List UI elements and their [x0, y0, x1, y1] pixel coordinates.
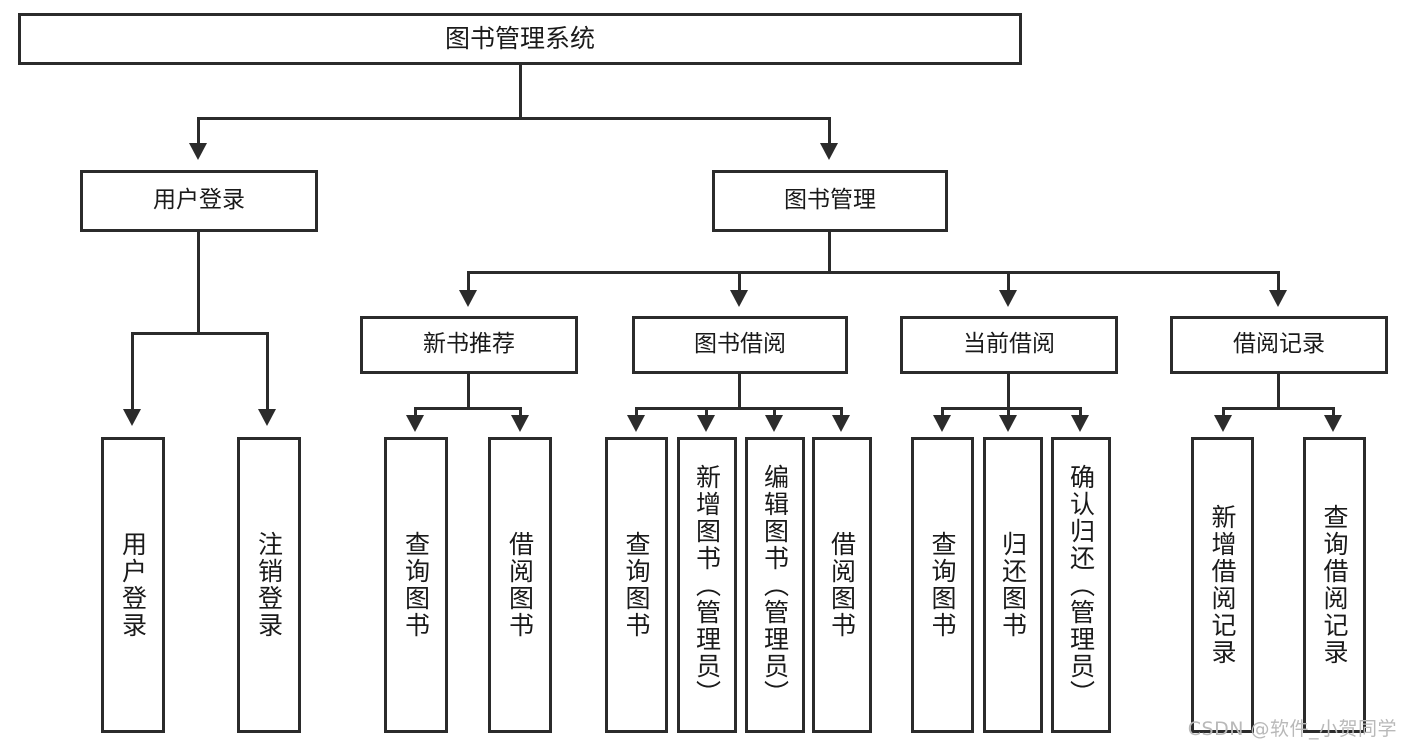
node-label: 图书管理系统 — [444, 24, 595, 54]
node-label: 新书推荐 — [423, 331, 515, 358]
connector-current-borrow-stem — [1007, 374, 1010, 407]
node-label: 借阅图书 — [827, 531, 857, 639]
leaf-borrow-book[interactable]: 借阅图书 — [812, 437, 872, 733]
connector-book-borrow-bus — [635, 407, 843, 410]
connector-root-bus — [197, 117, 831, 120]
node-label: 查询图书 — [401, 531, 431, 639]
node-label: 编辑图书（管理员） — [760, 463, 790, 707]
node-label: 图书管理 — [784, 187, 876, 214]
arrowhead-book-manage — [820, 143, 838, 160]
connector-book-manage-drop-1 — [467, 271, 470, 293]
node-label: 新增借阅记录 — [1208, 504, 1237, 666]
connector-current-borrow-bus — [941, 407, 1082, 410]
leaf-return-book[interactable]: 归还图书 — [983, 437, 1043, 733]
node-label: 确认归还（管理员） — [1066, 463, 1096, 707]
connector-book-manage-stem — [828, 232, 831, 271]
node-label: 注销登录 — [254, 531, 284, 639]
connector-root-stem — [519, 65, 522, 117]
connector-book-manage-drop-3 — [1007, 271, 1010, 293]
node-borrow-record[interactable]: 借阅记录 — [1170, 316, 1388, 374]
arrowhead-leaf-book-borrow-3 — [765, 415, 783, 432]
arrowhead-leaf-current-borrow-3 — [1071, 415, 1089, 432]
watermark-text: CSDN @软件_小贺同学 — [1187, 718, 1397, 740]
leaf-query-book-recommend[interactable]: 查询图书 — [384, 437, 448, 733]
connector-user-login-stem — [197, 232, 200, 332]
node-current-borrow[interactable]: 当前借阅 — [900, 316, 1118, 374]
arrowhead-leaf-new-book-1 — [406, 415, 424, 432]
connector-root-to-book-manage — [828, 117, 831, 147]
leaf-query-borrow-record[interactable]: 查询借阅记录 — [1303, 437, 1366, 733]
leaf-logout[interactable]: 注销登录 — [237, 437, 301, 733]
arrowhead-user-login — [189, 143, 207, 160]
node-label: 查询图书 — [928, 531, 957, 639]
arrowhead-leaf-borrow-record-1 — [1214, 415, 1232, 432]
leaf-add-book-admin[interactable]: 新增图书（管理员） — [677, 437, 737, 733]
leaf-edit-book-admin[interactable]: 编辑图书（管理员） — [745, 437, 805, 733]
arrowhead-leaf-book-borrow-2 — [697, 415, 715, 432]
node-new-book-recommend[interactable]: 新书推荐 — [360, 316, 578, 374]
arrowhead-leaf-book-borrow-4 — [832, 415, 850, 432]
connector-new-book-bus — [414, 407, 522, 410]
node-book-management[interactable]: 图书管理 — [712, 170, 948, 232]
arrowhead-leaf-borrow-record-2 — [1324, 415, 1342, 432]
node-label: 借阅图书 — [505, 531, 535, 639]
arrowhead-leaf-current-borrow-1 — [933, 415, 951, 432]
connector-current-borrow-drop-1 — [941, 407, 944, 419]
connector-book-borrow-drop-2 — [705, 407, 708, 419]
connector-user-login-drop-1 — [131, 332, 134, 412]
node-label: 用户登录 — [118, 531, 148, 639]
arrowhead-leaf-book-borrow-1 — [627, 415, 645, 432]
connector-book-manage-drop-2 — [738, 271, 741, 293]
arrowhead-book-borrow — [730, 290, 748, 307]
connector-new-book-stem — [467, 374, 470, 407]
arrowhead-borrow-record — [1269, 290, 1287, 307]
leaf-query-book-current[interactable]: 查询图书 — [911, 437, 974, 733]
connector-new-book-drop-1 — [414, 407, 417, 419]
connector-book-borrow-drop-4 — [840, 407, 843, 419]
node-label: 查询借阅记录 — [1320, 504, 1349, 666]
leaf-query-book-borrow[interactable]: 查询图书 — [605, 437, 668, 733]
connector-borrow-record-drop-1 — [1222, 407, 1225, 419]
connector-book-manage-bus — [467, 271, 1280, 274]
arrowhead-current-borrow — [999, 290, 1017, 307]
connector-user-login-bus — [131, 332, 268, 335]
arrowhead-leaf-current-borrow-2 — [999, 415, 1017, 432]
node-label: 借阅记录 — [1233, 331, 1325, 358]
node-label: 新增图书（管理员） — [692, 463, 722, 707]
connector-book-borrow-stem — [738, 374, 741, 407]
node-book-borrow[interactable]: 图书借阅 — [632, 316, 848, 374]
connector-book-borrow-drop-1 — [635, 407, 638, 419]
connector-current-borrow-drop-3 — [1079, 407, 1082, 419]
node-root-system[interactable]: 图书管理系统 — [18, 13, 1022, 65]
arrowhead-new-book-recommend — [459, 290, 477, 307]
arrowhead-leaf-user-login-1 — [123, 409, 141, 426]
leaf-confirm-return-admin[interactable]: 确认归还（管理员） — [1051, 437, 1111, 733]
connector-root-to-user-login — [197, 117, 200, 147]
node-user-login[interactable]: 用户登录 — [80, 170, 318, 232]
connector-book-manage-drop-4 — [1277, 271, 1280, 293]
leaf-user-login[interactable]: 用户登录 — [101, 437, 165, 733]
node-label: 查询图书 — [622, 531, 651, 639]
node-label: 图书借阅 — [694, 331, 786, 358]
connector-user-login-drop-2 — [266, 332, 269, 412]
connector-book-borrow-drop-3 — [773, 407, 776, 419]
leaf-borrow-book-recommend[interactable]: 借阅图书 — [488, 437, 552, 733]
leaf-add-borrow-record[interactable]: 新增借阅记录 — [1191, 437, 1254, 733]
connector-new-book-drop-2 — [519, 407, 522, 419]
arrowhead-leaf-new-book-2 — [511, 415, 529, 432]
node-label: 归还图书 — [998, 531, 1028, 639]
connector-borrow-record-stem — [1277, 374, 1280, 407]
connector-current-borrow-drop-2 — [1007, 407, 1010, 419]
arrowhead-leaf-user-login-2 — [258, 409, 276, 426]
connector-borrow-record-bus — [1222, 407, 1335, 410]
node-label: 用户登录 — [153, 187, 245, 214]
connector-borrow-record-drop-2 — [1332, 407, 1335, 419]
node-label: 当前借阅 — [963, 331, 1055, 358]
